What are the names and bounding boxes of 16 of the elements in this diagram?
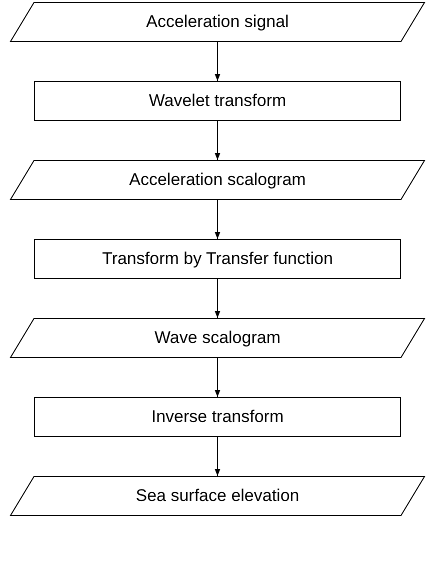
step-label: Transform by Transfer function <box>102 249 333 269</box>
step-label: Sea surface elevation <box>136 486 300 506</box>
arrow <box>214 436 220 476</box>
process-box <box>34 239 401 279</box>
step-label: Inverse transform <box>151 407 284 427</box>
process-box <box>34 397 401 437</box>
process-box <box>34 81 401 121</box>
arrow <box>214 120 220 160</box>
step-label: Acceleration signal <box>146 12 289 32</box>
step-label: Wave scalogram <box>154 328 280 348</box>
arrow <box>214 200 220 240</box>
step-label: Acceleration scalogram <box>129 170 306 190</box>
step-label: Wavelet transform <box>148 91 286 111</box>
arrow <box>214 358 220 398</box>
arrow <box>214 42 220 82</box>
arrow <box>214 278 220 318</box>
